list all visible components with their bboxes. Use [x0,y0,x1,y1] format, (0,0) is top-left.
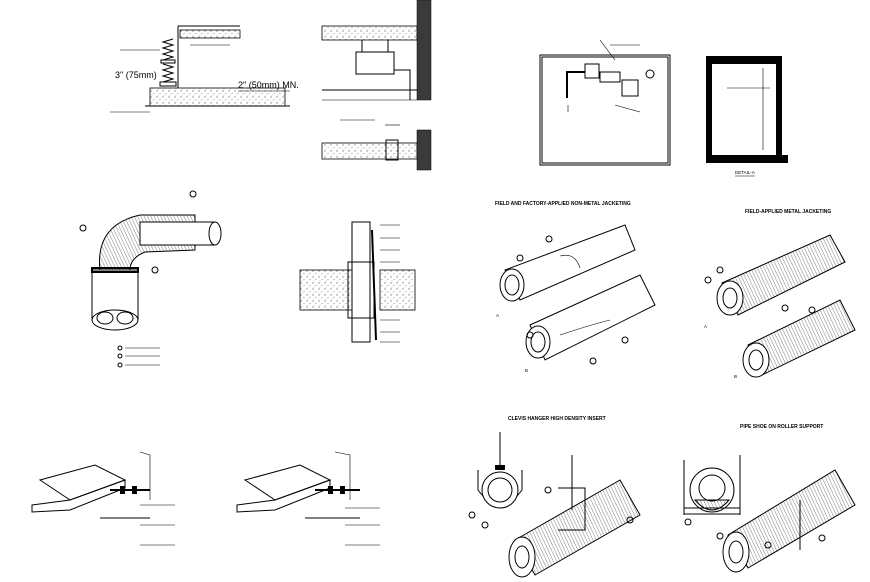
detail-spring-isolator: 3" (75mm) 2" (50mm) MN. [110,25,299,113]
detail-room-plan [539,39,671,166]
spring-icon [159,38,177,87]
metal-label-a: A [704,324,707,329]
clevis-title: CLEVIS HANGER HIGH DENSITY INSERT [508,416,606,422]
detail-ceiling-unit [321,0,432,171]
nonmetal-label-b: B [525,368,528,373]
seismic-dimension-label: 3" (75mm) [115,70,157,80]
detail-pipe-shoe: PIPE SHOE ON ROLLER SUPPORT [683,424,856,573]
nonmetal-title: FIELD AND FACTORY-APPLIED NON-METAL JACK… [495,201,631,207]
detail-fan-coil-1 [31,451,175,546]
detail-wall-penetration [299,221,416,343]
detail-metal-jacketing: FIELD-APPLIED METAL JACKETING A B [704,209,856,379]
detail-room-section: DETAIL-A [706,56,788,177]
detail-a-label: DETAIL-A [735,170,755,175]
metal-label-b: B [734,374,737,379]
nonmetal-label-a: A [496,313,499,318]
detail-nonmetal-jacketing: FIELD AND FACTORY-APPLIED NON-METAL JACK… [495,201,656,373]
seismic-min-label: 2" (50mm) MN. [238,80,299,90]
detail-elbow [79,190,222,368]
metal-title: FIELD-APPLIED METAL JACKETING [745,209,831,215]
detail-fan-coil-2 [236,451,380,546]
pipe-shoe-title: PIPE SHOE ON ROLLER SUPPORT [740,424,823,430]
detail-clevis-hanger: CLEVIS HANGER HIGH DENSITY INSERT [468,416,641,578]
